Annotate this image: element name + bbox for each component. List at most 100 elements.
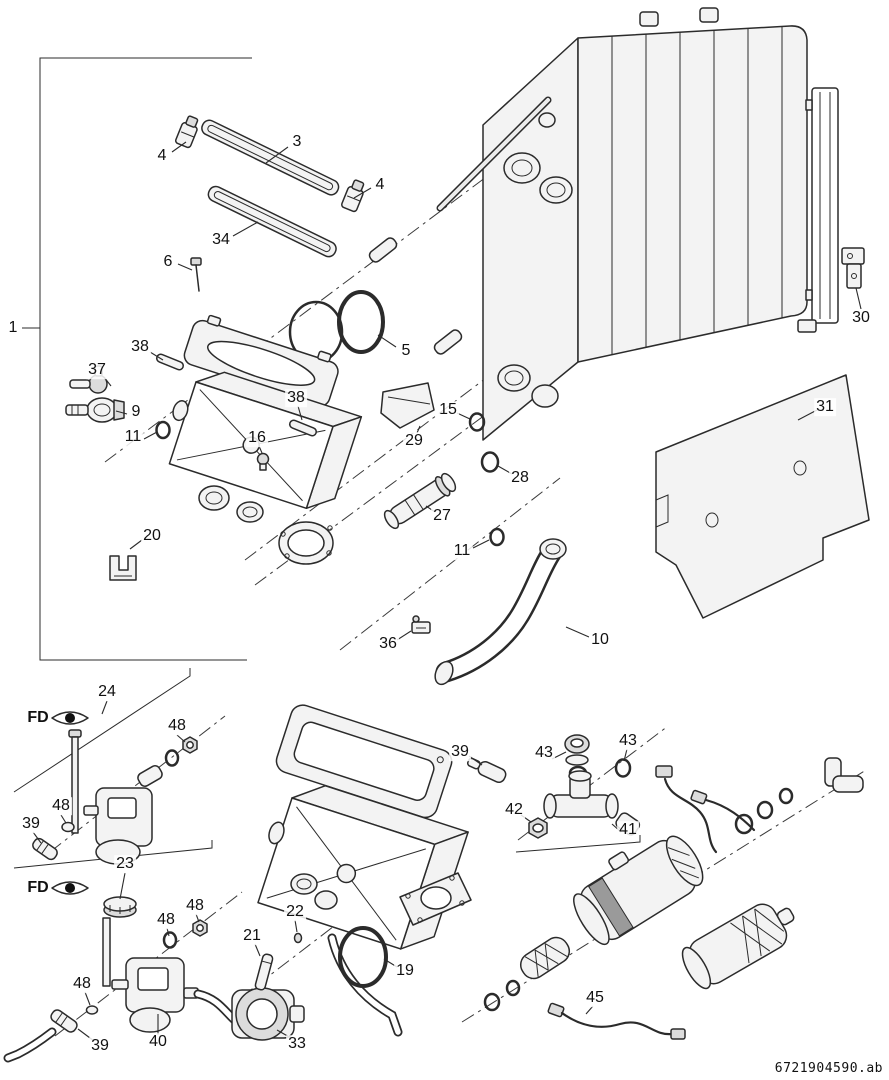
callout-39-c: 39 (89, 1037, 111, 1055)
document-id: 6721904590.ab (774, 1061, 883, 1076)
callout-28: 28 (509, 469, 531, 487)
callout-42: 42 (503, 801, 525, 819)
drive-train (483, 757, 864, 1012)
group-bracket-23 (13, 840, 213, 869)
callout-43-a: 43 (533, 744, 555, 762)
callout-16: 16 (246, 429, 268, 447)
clip-20 (109, 555, 137, 581)
o-ring-11-a (155, 420, 171, 440)
fd-label-bottom: FD (27, 879, 49, 896)
callout-3: 3 (290, 133, 304, 151)
o-ring-15 (468, 412, 486, 432)
callout-45: 45 (584, 989, 606, 1007)
elbow-fitting-9 (65, 397, 125, 423)
deflector-plate-29 (380, 382, 435, 429)
callout-21: 21 (241, 927, 263, 945)
pipe-10 (434, 538, 567, 686)
callout-48-b: 48 (50, 797, 72, 815)
callout-41: 41 (617, 821, 639, 839)
cap-nut-16 (256, 452, 270, 471)
callout-29: 29 (403, 432, 425, 450)
callout-36: 36 (377, 635, 399, 653)
o-ring-43-b (614, 758, 632, 778)
stud-38-b (288, 419, 318, 437)
callout-10: 10 (589, 631, 611, 649)
o-ring-19 (338, 926, 388, 988)
callout-19: 19 (394, 962, 416, 980)
callout-20: 20 (141, 527, 163, 545)
washer-48-e (85, 1005, 99, 1015)
callout-38-a: 38 (129, 338, 151, 356)
callout-11-a: 11 (122, 428, 144, 446)
side-panel-31 (655, 374, 870, 619)
hose-tail (3, 1027, 57, 1063)
callout-48-a: 48 (166, 717, 188, 735)
o-ring-48-a (164, 749, 180, 767)
callout-34: 34 (210, 231, 232, 249)
pipe-27 (383, 472, 457, 530)
callout-33: 33 (286, 1035, 308, 1053)
mounting-rod (436, 96, 552, 212)
callout-39-b: 39 (449, 743, 471, 761)
callout-48-c: 48 (155, 911, 177, 929)
filter-cylinder (681, 903, 795, 990)
callout-4-b: 4 (373, 176, 387, 194)
group-bracket-1 (22, 57, 252, 661)
callout-38-b: 38 (285, 389, 307, 407)
callout-1: 1 (6, 319, 20, 337)
gasket-strip-34 (207, 185, 337, 258)
burner-box-upper-ports (198, 485, 334, 565)
callout-5: 5 (399, 342, 413, 360)
clip-36 (411, 615, 431, 634)
sleeve-pin-a (368, 237, 398, 263)
callout-22: 22 (284, 903, 306, 921)
fd-eye-icon-top (51, 711, 89, 725)
nut-48-b (182, 736, 198, 754)
sleeve-pin-b (433, 329, 463, 355)
callout-48-d: 48 (184, 897, 206, 915)
clamp-4-left (174, 115, 199, 149)
cap-23 (103, 896, 137, 918)
siphon-body-40 (102, 917, 199, 1033)
callout-15: 15 (437, 401, 459, 419)
callout-40: 40 (147, 1033, 169, 1051)
plug-22 (293, 932, 303, 944)
callout-24: 24 (96, 683, 118, 701)
heat-exchanger-block (482, 7, 839, 441)
callout-39-a: 39 (20, 815, 42, 833)
callout-27: 27 (431, 507, 453, 525)
siphon-assembly-24 (68, 729, 163, 865)
callout-30: 30 (850, 309, 872, 327)
burner-lid-upper (183, 314, 339, 407)
callout-9: 9 (129, 403, 143, 421)
hose-fitting-39-bottom (50, 1009, 78, 1033)
tube-21 (254, 953, 274, 991)
callout-31: 31 (814, 398, 836, 416)
screw-6 (190, 257, 202, 292)
o-ring-5 (337, 290, 385, 354)
callout-23: 23 (114, 855, 136, 873)
callout-6: 6 (161, 253, 175, 271)
callout-37: 37 (86, 361, 108, 379)
washer-48-left (61, 821, 75, 833)
stud-38-a (155, 353, 185, 371)
gasket-strip-3 (201, 119, 340, 196)
callout-43-b: 43 (617, 732, 639, 750)
hose-fitting-39-left (32, 837, 58, 861)
o-ring-28 (480, 451, 500, 473)
clamp-4-right (340, 179, 365, 213)
motor-body (573, 835, 704, 946)
callout-4-a: 4 (155, 147, 169, 165)
o-ring-11-b (489, 527, 505, 547)
burner-box-lower-ports (290, 872, 472, 926)
callout-11-b: 11 (451, 542, 473, 560)
group-bracket-41 (515, 835, 641, 853)
o-ring-48-c (162, 931, 178, 949)
callout-48-e: 48 (71, 975, 93, 993)
hose-fitting-39-mid (466, 757, 507, 784)
fd-label-top: FD (27, 709, 49, 726)
pump-33 (231, 987, 305, 1041)
hex-plug-42 (528, 817, 548, 839)
